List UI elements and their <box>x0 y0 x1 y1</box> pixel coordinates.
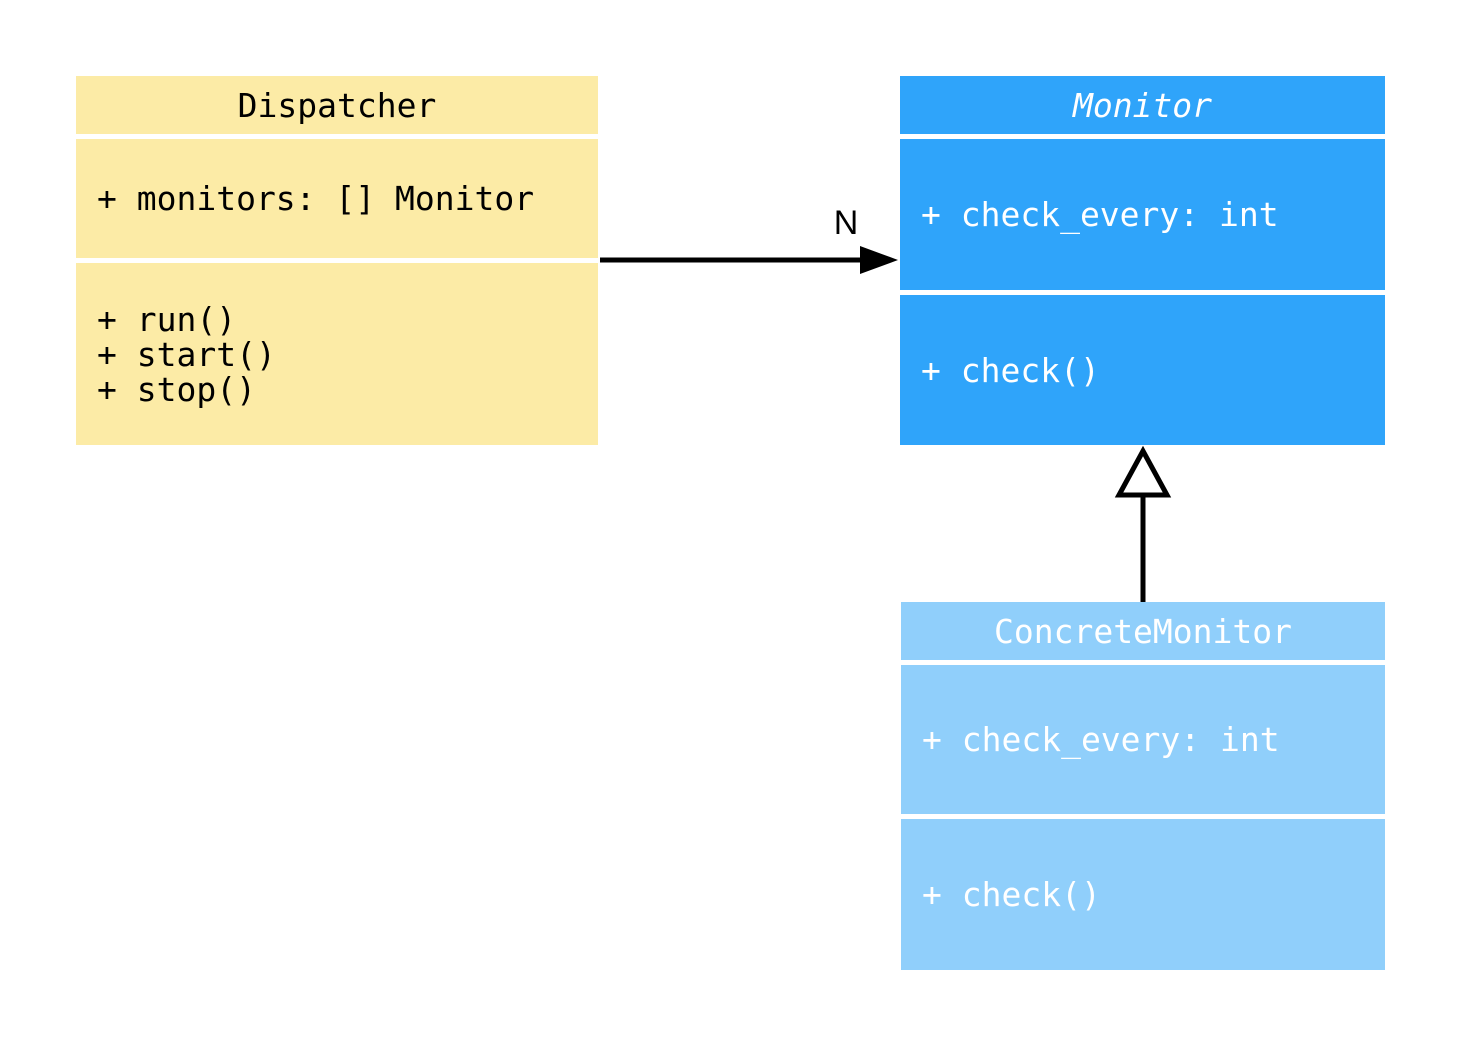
class-concretemonitor-methods: + check() <box>901 819 1385 970</box>
class-dispatcher-title: Dispatcher <box>76 76 598 134</box>
generalization-hollow-triangle-icon <box>1114 445 1172 498</box>
method-line: + check() <box>921 350 1100 390</box>
class-monitor-title: Monitor <box>900 76 1385 134</box>
association-arrowhead-icon <box>860 246 898 274</box>
method-line: + run() <box>97 299 237 339</box>
class-dispatcher-attributes: + monitors: [] Monitor <box>76 139 598 258</box>
attribute-line: + check_every: int <box>922 720 1280 759</box>
class-monitor-attributes: + check_every: int <box>900 139 1385 290</box>
method-line: + start() <box>97 334 276 374</box>
class-dispatcher-methods: + run() + start() + stop() <box>76 263 598 445</box>
association-dispatcher-to-monitor <box>600 246 898 274</box>
class-concretemonitor-attributes: + check_every: int <box>901 665 1385 814</box>
generalization-concretemonitor-to-monitor <box>1114 445 1172 602</box>
method-line: + stop() <box>97 369 256 409</box>
class-concretemonitor-title: ConcreteMonitor <box>901 602 1385 660</box>
attribute-line: + check_every: int <box>921 195 1279 234</box>
attribute-line: + monitors: [] Monitor <box>97 179 535 218</box>
class-monitor: Monitor + check_every: int + check() <box>900 76 1385 445</box>
method-line: + check() <box>922 875 1101 914</box>
class-concretemonitor: ConcreteMonitor + check_every: int + che… <box>901 602 1385 970</box>
class-monitor-methods: + check() <box>900 295 1385 445</box>
class-dispatcher: Dispatcher + monitors: [] Monitor + run(… <box>76 76 598 445</box>
association-multiplicity-label: N <box>833 204 859 242</box>
